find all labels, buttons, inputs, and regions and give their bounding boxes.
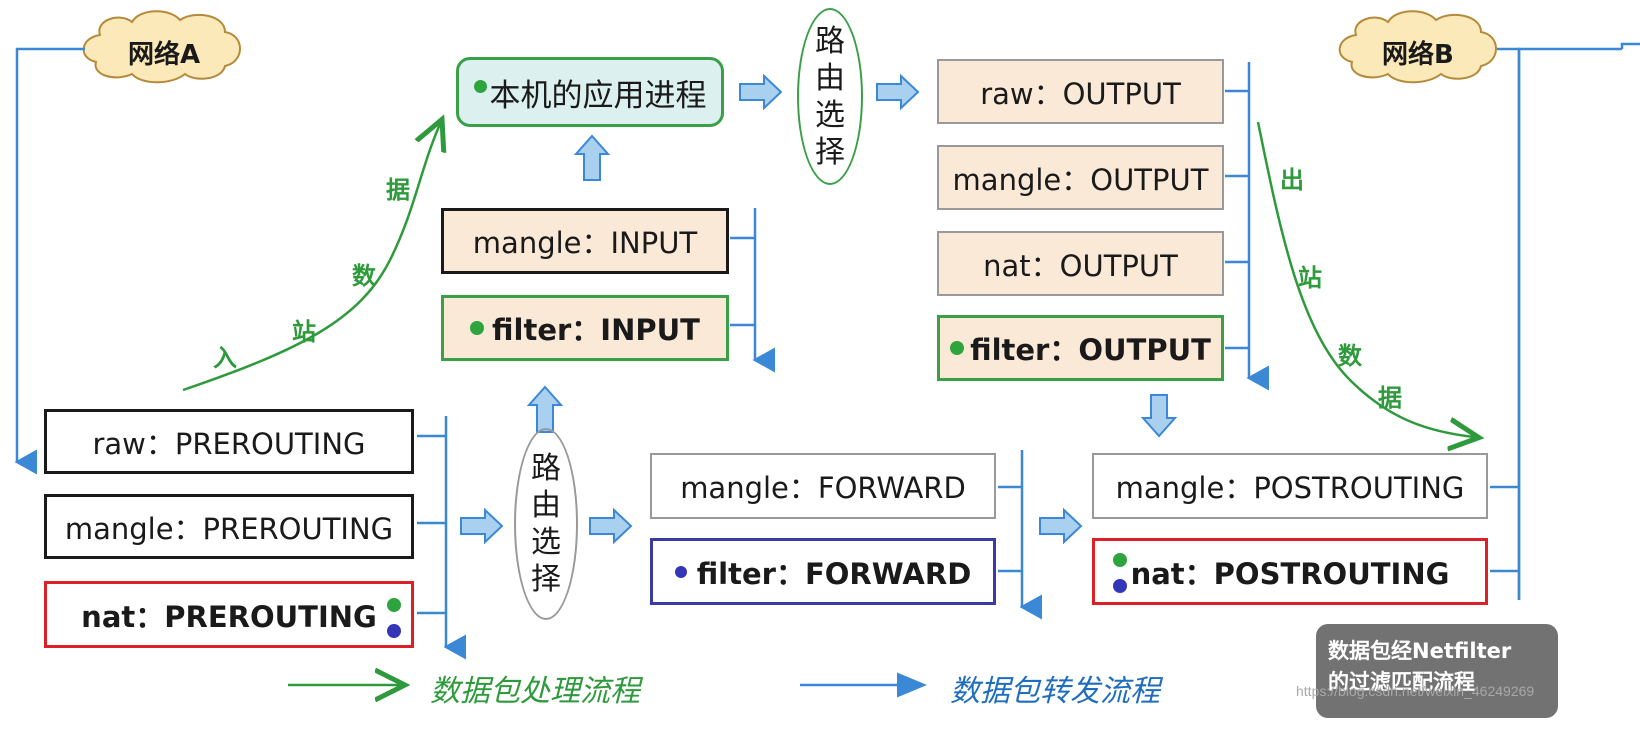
legend-process-flow: 数据包处理流程 — [430, 674, 640, 709]
network-b-line — [1497, 42, 1640, 600]
mangle-input-box: mangle：INPUT — [441, 208, 729, 274]
filter-output-label: filter：OUTPUT — [970, 333, 1211, 367]
block-arrows — [460, 73, 1178, 545]
local-process-box: 本机的应用进程 — [456, 57, 724, 127]
inbound-char: 数 — [352, 262, 376, 290]
route-char: 择 — [815, 134, 845, 170]
blue-dot-icon — [1113, 579, 1127, 593]
caption-line-2: 的过滤匹配流程 — [1328, 670, 1475, 694]
filter-forward-label: filter：FORWARD — [696, 556, 972, 591]
inbound-data-curve — [182, 124, 440, 392]
mangle-forward-box: mangle：FORWARD — [650, 453, 996, 519]
outbound-char: 据 — [1378, 384, 1402, 412]
bracket-output — [1225, 62, 1269, 391]
mangle-output-box: mangle：OUTPUT — [937, 145, 1224, 210]
nat-prerouting-label: nat：PREROUTING — [81, 599, 377, 634]
route-char: 选 — [531, 525, 561, 560]
nat-output-label: nat：OUTPUT — [983, 248, 1178, 283]
green-dot-icon — [470, 321, 485, 335]
blue-dot-icon — [674, 565, 687, 578]
green-dot-icon — [950, 341, 965, 355]
raw-output-label: raw：OUTPUT — [980, 76, 1181, 111]
network-a-line — [14, 47, 85, 475]
nat-postrouting-label: nat：POSTROUTING — [1130, 556, 1450, 591]
route-char: 由 — [531, 488, 561, 523]
local-process-label: 本机的应用进程 — [489, 77, 707, 114]
nat-prerouting-box: nat：PREROUTING — [44, 581, 414, 648]
inbound-char: 站 — [292, 318, 316, 346]
route-char: 由 — [815, 60, 845, 96]
mangle-input-label: mangle：INPUT — [472, 226, 698, 260]
bracket-input — [730, 208, 775, 373]
filter-input-box: filter：INPUT — [441, 295, 729, 361]
mangle-forward-label: mangle：FORWARD — [680, 471, 966, 505]
filter-output-box: filter：OUTPUT — [937, 315, 1224, 381]
green-dot-icon — [473, 79, 487, 93]
inbound-char: 据 — [386, 176, 410, 204]
blue-dot-icon — [387, 624, 401, 638]
filter-input-label: filter：INPUT — [492, 313, 700, 347]
route-char: 择 — [531, 562, 561, 597]
outbound-data-curve — [1256, 121, 1474, 437]
green-dot-icon — [1113, 553, 1127, 567]
mangle-postrouting-box: mangle：POSTROUTING — [1092, 453, 1488, 519]
nat-output-box: nat：OUTPUT — [937, 231, 1224, 296]
caption-badge: 数据包经Netfilter 的过滤匹配流程 — [1316, 624, 1558, 718]
outbound-char: 出 — [1280, 166, 1304, 194]
green-dot-icon — [387, 598, 401, 612]
route-select-top: 路 由 选 择 — [797, 8, 863, 185]
raw-prerouting-label: raw：PREROUTING — [92, 426, 366, 461]
nat-postrouting-box: nat：POSTROUTING — [1092, 538, 1488, 605]
source-url: https://blog.csdn.net/weixin_46249269 — [1296, 683, 1535, 699]
filter-forward-box: filter：FORWARD — [650, 538, 996, 605]
legend-forward-flow: 数据包转发流程 — [950, 674, 1160, 709]
outbound-char: 数 — [1338, 342, 1362, 370]
cloud-network-a — [82, 10, 241, 84]
mangle-prerouting-label: mangle：PREROUTING — [64, 511, 394, 546]
network-a-label: 网络A — [128, 40, 201, 70]
mangle-output-label: mangle：OUTPUT — [952, 162, 1209, 197]
inbound-char: 入 — [213, 344, 237, 372]
raw-output-box: raw：OUTPUT — [937, 59, 1224, 124]
route-char: 路 — [531, 451, 561, 486]
mangle-postrouting-label: mangle：POSTROUTING — [1115, 471, 1465, 505]
raw-prerouting-box: raw：PREROUTING — [44, 409, 414, 474]
bracket-forward — [998, 450, 1042, 620]
route-char: 路 — [815, 23, 845, 59]
network-b-label: 网络B — [1382, 40, 1454, 70]
caption-line-1: 数据包经Netfilter — [1328, 639, 1512, 663]
cloud-network-b — [1338, 10, 1497, 84]
route-select-middle: 路 由 选 择 — [514, 428, 578, 620]
bracket-prerouting — [417, 416, 466, 660]
route-char: 选 — [815, 97, 845, 133]
outbound-char: 站 — [1298, 264, 1322, 292]
mangle-prerouting-box: mangle：PREROUTING — [44, 494, 414, 559]
bracket-postrouting — [1490, 485, 1519, 573]
